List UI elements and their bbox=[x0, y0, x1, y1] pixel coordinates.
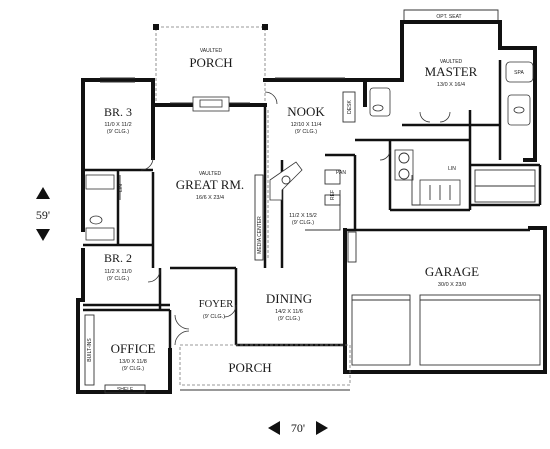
lin-label-bath: LIN bbox=[118, 184, 124, 192]
room-kitchen: 11/2 X 15/2 (9' CLG.) bbox=[289, 213, 317, 226]
br3-size: 11/0 X 11/2 bbox=[104, 122, 131, 128]
dimension-width: 70' bbox=[268, 421, 328, 435]
room-foyer: FOYER (9' CLG.) bbox=[199, 299, 233, 320]
room-master: VAULTED MASTER 13/0 X 16/4 bbox=[425, 59, 478, 88]
exterior-walls bbox=[76, 20, 547, 394]
media-center-label: MEDIA CENTER bbox=[257, 216, 263, 254]
arrow-down-icon bbox=[36, 229, 50, 241]
master-size: 13/0 X 16/4 bbox=[437, 82, 465, 88]
great-name: GREAT RM. bbox=[176, 177, 244, 192]
room-porch-bottom: PORCH bbox=[228, 360, 271, 375]
room-office: OFFICE 13/0 X 11/8 (9' CLG.) bbox=[111, 341, 156, 372]
kitchen-size: 11/2 X 15/2 bbox=[289, 213, 317, 219]
foyer-name: FOYER bbox=[199, 299, 233, 310]
master-name: MASTER bbox=[425, 64, 478, 79]
room-dining: DINING 14/2 X 11/6 (9' CLG.) bbox=[266, 291, 312, 322]
ref-label: REF bbox=[330, 190, 336, 200]
room-br3: BR. 3 11/0 X 11/2 (9' CLG.) bbox=[104, 105, 132, 135]
built-ins-label: BUILT-INS bbox=[87, 338, 93, 362]
dining-ceiling: (9' CLG.) bbox=[278, 316, 300, 322]
nook-name: NOOK bbox=[287, 104, 325, 119]
plan-details bbox=[84, 9, 541, 394]
interior-walls bbox=[83, 60, 542, 350]
great-size: 16/6 X 23/4 bbox=[196, 195, 224, 201]
shelf-label: SHELF bbox=[117, 387, 133, 393]
dining-size: 14/2 X 11/6 bbox=[275, 309, 303, 315]
porch-top-name: PORCH bbox=[189, 55, 232, 70]
porch-top-vaulted: VAULTED bbox=[200, 48, 223, 54]
br3-ceiling: (9' CLG.) bbox=[107, 129, 129, 135]
garage-size: 30/0 X 23/0 bbox=[438, 282, 466, 288]
great-vaulted: VAULTED bbox=[199, 171, 222, 177]
nook-size: 12/10 X 11/4 bbox=[291, 122, 322, 128]
master-vaulted: VAULTED bbox=[440, 59, 463, 65]
arrow-left-icon bbox=[268, 421, 280, 435]
room-porch-top: VAULTED PORCH bbox=[189, 48, 232, 70]
spa-label: SPA bbox=[514, 70, 524, 76]
lin-label-hall: LIN bbox=[448, 166, 456, 172]
porch-bottom-name: PORCH bbox=[228, 360, 271, 375]
office-name: OFFICE bbox=[111, 341, 156, 356]
room-great: VAULTED GREAT RM. 16/6 X 23/4 bbox=[176, 171, 244, 201]
fixture-labels: OPT. SEAT SPA DESK PAN LIN LIN REF MEDIA… bbox=[87, 14, 524, 393]
room-br2: BR. 2 11/2 X 11/0 (9' CLG.) bbox=[104, 251, 132, 282]
br2-name: BR. 2 bbox=[104, 251, 132, 265]
desk-label: DESK bbox=[347, 100, 353, 114]
kitchen-ceiling: (9' CLG.) bbox=[292, 220, 314, 226]
width-value: 70' bbox=[291, 421, 305, 435]
opt-seat-label: OPT. SEAT bbox=[436, 14, 461, 20]
br3-name: BR. 3 bbox=[104, 105, 132, 119]
dining-name: DINING bbox=[266, 291, 312, 306]
pan-label: PAN bbox=[336, 170, 346, 176]
br2-ceiling: (9' CLG.) bbox=[107, 276, 129, 282]
room-nook: NOOK 12/10 X 11/4 (9' CLG.) bbox=[287, 104, 325, 135]
arrow-right-icon bbox=[316, 421, 328, 435]
room-garage: GARAGE 30/0 X 23/0 bbox=[425, 264, 479, 288]
nook-ceiling: (9' CLG.) bbox=[295, 129, 317, 135]
depth-value: 59' bbox=[36, 208, 50, 222]
office-size: 13/0 X 11/8 bbox=[119, 359, 147, 365]
dimension-depth: 59' bbox=[36, 187, 50, 241]
arrow-up-icon bbox=[36, 187, 50, 199]
garage-name: GARAGE bbox=[425, 264, 479, 279]
br2-size: 11/2 X 11/0 bbox=[104, 269, 131, 275]
office-ceiling: (9' CLG.) bbox=[122, 366, 144, 372]
foyer-ceiling: (9' CLG.) bbox=[203, 314, 225, 320]
